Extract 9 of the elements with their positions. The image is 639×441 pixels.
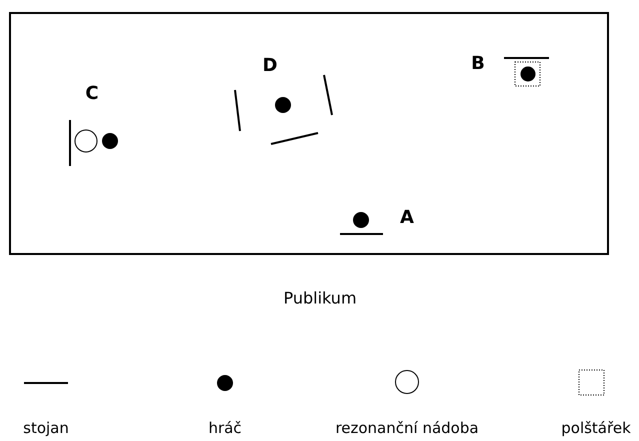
position-label: B bbox=[471, 53, 485, 75]
legend-label: stojan bbox=[23, 419, 69, 437]
position-label: A bbox=[400, 207, 414, 229]
position-label: D bbox=[262, 55, 278, 77]
audience-label: Publikum bbox=[283, 288, 357, 308]
legend-label: rezonanční nádoba bbox=[335, 419, 479, 437]
legend-label: hráč bbox=[208, 419, 242, 437]
position-label: C bbox=[85, 83, 99, 105]
legend-label: polštářek bbox=[561, 419, 631, 437]
